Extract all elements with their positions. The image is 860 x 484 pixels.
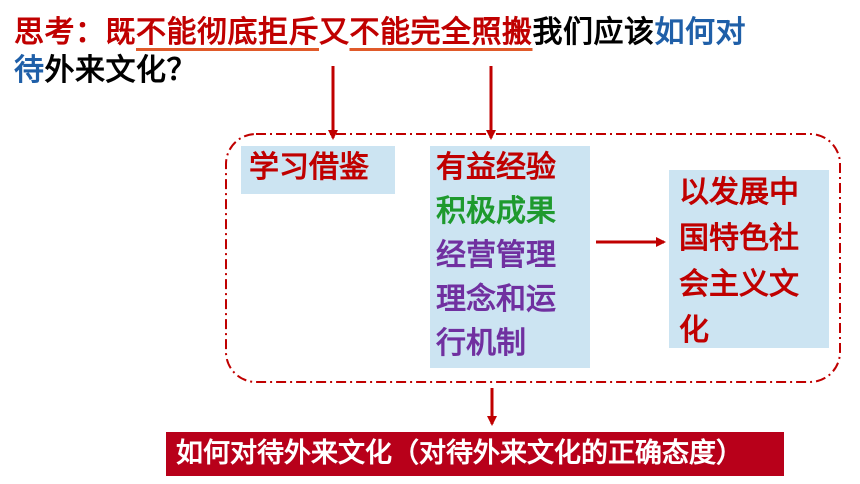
content-line-3: 经营管理 — [436, 238, 556, 273]
question-copy: 不能完全照搬 — [349, 15, 533, 50]
goal-line-4: 化 — [679, 313, 709, 348]
question-prefix: 思考： — [14, 15, 106, 50]
question-reject: 不能彻底拒斥 — [136, 15, 319, 50]
conclusion-banner: 如何对待外来文化（对待外来文化的正确态度） — [166, 432, 784, 476]
learn-label: 学习借鉴 — [249, 150, 369, 185]
goal-box: 以发展中 国特色社 会主义文 化 — [669, 170, 829, 348]
question-foreign-culture: 外来文化？ — [44, 53, 197, 88]
goal-line-3: 会主义文 — [679, 267, 799, 302]
question-part-you: 又 — [319, 15, 350, 50]
dashed-group-border — [225, 133, 841, 383]
question-how: 如何对 — [654, 15, 746, 50]
question-should: 我们应该 — [532, 15, 655, 50]
content-line-4: 理念和运 — [436, 282, 556, 317]
goal-line-1: 以发展中 — [679, 175, 799, 210]
content-box: 有益经验 积极成果 经营管理 理念和运 行机制 — [430, 146, 590, 368]
content-line-1: 有益经验 — [436, 150, 556, 185]
content-line-2: 积极成果 — [436, 194, 556, 229]
content-line-5: 行机制 — [436, 326, 526, 361]
question-part-ji: 既 — [105, 15, 136, 50]
question-text: 思考：既不能彻底拒斥又不能完全照搬我们应该如何对待外来文化？ — [14, 14, 844, 90]
question-treat: 待 — [14, 53, 45, 88]
goal-line-2: 国特色社 — [679, 221, 799, 256]
learn-box: 学习借鉴 — [241, 146, 395, 194]
